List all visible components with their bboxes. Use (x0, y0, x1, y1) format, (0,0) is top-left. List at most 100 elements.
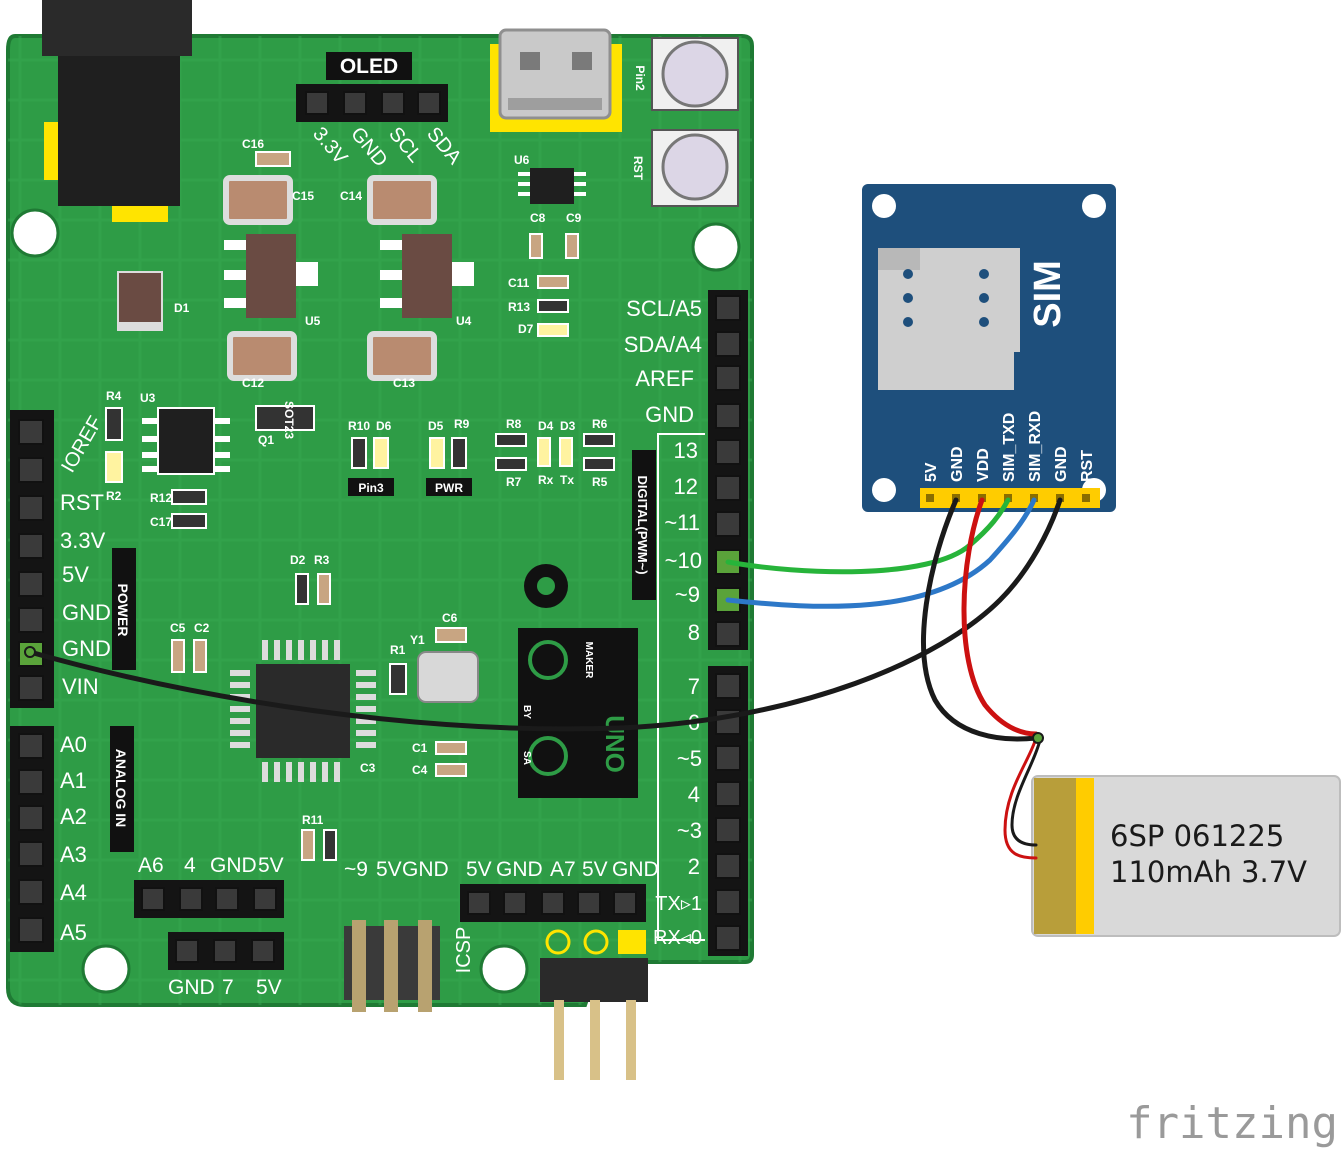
mount-hole (479, 944, 529, 994)
analog-pin-label: A3 (60, 842, 87, 867)
bottom-pin-label: GND (612, 858, 659, 881)
component-label: D6 (376, 419, 392, 433)
logo-text: BY (521, 705, 532, 719)
component-label: R11 (302, 813, 324, 827)
component-label: U3 (140, 391, 156, 405)
component-label: C4 (412, 763, 428, 777)
mount-hole (691, 222, 741, 272)
bottom-pin-label: 5V (258, 854, 284, 877)
digital-pin-label: 8 (688, 620, 700, 645)
component-label: C3 (360, 761, 376, 775)
sim-pin-label: 5V (923, 462, 940, 482)
led-label-pwr: PWR (435, 481, 463, 495)
component-label: C12 (242, 376, 264, 390)
analog-pin-label: A1 (60, 768, 87, 793)
u6-region: U6 C8 C9 C11 R13 D7 (508, 153, 586, 337)
sim-pin-header (920, 488, 1100, 508)
sim-card-slot (878, 248, 1020, 390)
digital-pin-label: SDA/A4 (624, 332, 702, 357)
rst-label: RST (631, 156, 645, 181)
right-angle-header (344, 920, 440, 1012)
component-label: R8 (506, 417, 522, 431)
component-label: R7 (506, 475, 522, 489)
digital-pin-label: AREF (635, 366, 694, 391)
component-label: R6 (592, 417, 608, 431)
component-label: C17 (150, 515, 172, 529)
dc-power-jack (42, 0, 192, 222)
bottom-pin-label: 5V (256, 976, 282, 999)
battery-label-line1: 6SP 061225 (1110, 819, 1284, 853)
microcontroller-board: Pin2 RST OLED 3.3V GND SCL SDA (6, 0, 754, 1080)
component-label: U6 (514, 153, 530, 167)
wire-black-sim-gnd-to-battery (921, 497, 1039, 742)
bottom-pin-label: 4 (184, 854, 196, 877)
led-region: R10 D6 Pin3 D5 R9 PWR R8 D4 D3 R6 R7 Rx … (348, 417, 615, 496)
digital-pin-label: ~11 (664, 510, 700, 535)
component-label: D7 (518, 322, 534, 336)
sim-mount-hole (872, 194, 896, 218)
digital-pin-label: TX▹1 (655, 893, 702, 915)
power-title: POWER (115, 584, 131, 637)
icsp-label: ICSP (453, 927, 475, 974)
analog-title: ANALOG IN (113, 749, 129, 828)
component-label: D3 (560, 419, 576, 433)
component-label: D5 (428, 419, 444, 433)
digital-pin-label: ~10 (665, 548, 702, 573)
digital-pin-label: 2 (688, 854, 700, 879)
component-label: C15 (292, 189, 314, 203)
wire-red-sim-vdd-to-battery (961, 497, 1039, 737)
wire-blue-sim-rxd-to-d9 (725, 497, 1037, 609)
component-label: U4 (456, 314, 472, 328)
logo-text: MAKER (583, 642, 594, 679)
digital-pin-label: SCL/A5 (626, 296, 702, 321)
component-label: R13 (508, 300, 530, 314)
component-label: D4 (538, 419, 554, 433)
component-label: C2 (194, 621, 210, 635)
component-label: C16 (242, 137, 264, 151)
component-label: R3 (314, 553, 330, 567)
logo-text: UNO (600, 715, 630, 773)
sim-title: SIM (1027, 260, 1069, 328)
component-label: R5 (592, 475, 608, 489)
bottom-pin-label: GND (210, 854, 257, 877)
battery-lead-red (1003, 736, 1038, 860)
lipo-battery: 6SP 061225 110mAh 3.7V (1031, 775, 1341, 937)
digital-pin-label: 13 (674, 438, 698, 463)
push-button-pin2[interactable] (651, 37, 739, 111)
power-pin-label: GND (62, 600, 111, 625)
sim-pin-label: GND (949, 446, 966, 482)
sim-module: SIM 5V GND VDD SIM_TXD SIM_RXD GND RST (862, 184, 1116, 512)
component-label: R12 (150, 491, 172, 505)
component-label: C11 (508, 276, 530, 290)
component-label: Rx (538, 473, 554, 487)
wires (24, 497, 1063, 860)
wire-end (24, 646, 36, 658)
digital-pin-label: ~9 (675, 582, 700, 607)
power-pin-label: RST (60, 490, 104, 515)
sim-mount-hole (1082, 194, 1106, 218)
push-button-reset[interactable]: RST (631, 129, 739, 207)
logo-text: SA (521, 751, 532, 765)
component-label: U5 (305, 314, 321, 328)
digital-pin-label: 12 (674, 474, 698, 499)
power-pin-label: 5V (62, 562, 89, 587)
component-label: C1 (412, 741, 428, 755)
analog-pin-label: A5 (60, 920, 87, 945)
analog-pin-label: A0 (60, 732, 87, 757)
component-label: Tx (560, 473, 574, 487)
analog-header: ANALOG IN A0 A1 A2 A3 A4 A5 (10, 726, 134, 952)
mount-hole (10, 208, 60, 258)
component-label: R10 (348, 419, 370, 433)
digital-pin-label: 4 (688, 782, 700, 807)
pin2-label: Pin2 (633, 65, 647, 91)
component-label: C6 (442, 611, 458, 625)
bottom-pin-label: 5V (466, 858, 492, 881)
sim-pin-label: GND (1053, 446, 1070, 482)
sim-pin-labels: 5V GND VDD SIM_TXD SIM_RXD GND RST (923, 411, 1096, 482)
u3-region: R4 U3 SOT23 Q1 R2 R12 C17 (105, 389, 315, 529)
wire-end (1032, 732, 1044, 744)
bottom-pin-label: 5V (582, 858, 608, 881)
digital-header-upper: SCL/A5 SDA/A4 AREF GND 13 12 ~11 ~10 ~9 … (624, 290, 748, 941)
mount-hole (81, 944, 131, 994)
